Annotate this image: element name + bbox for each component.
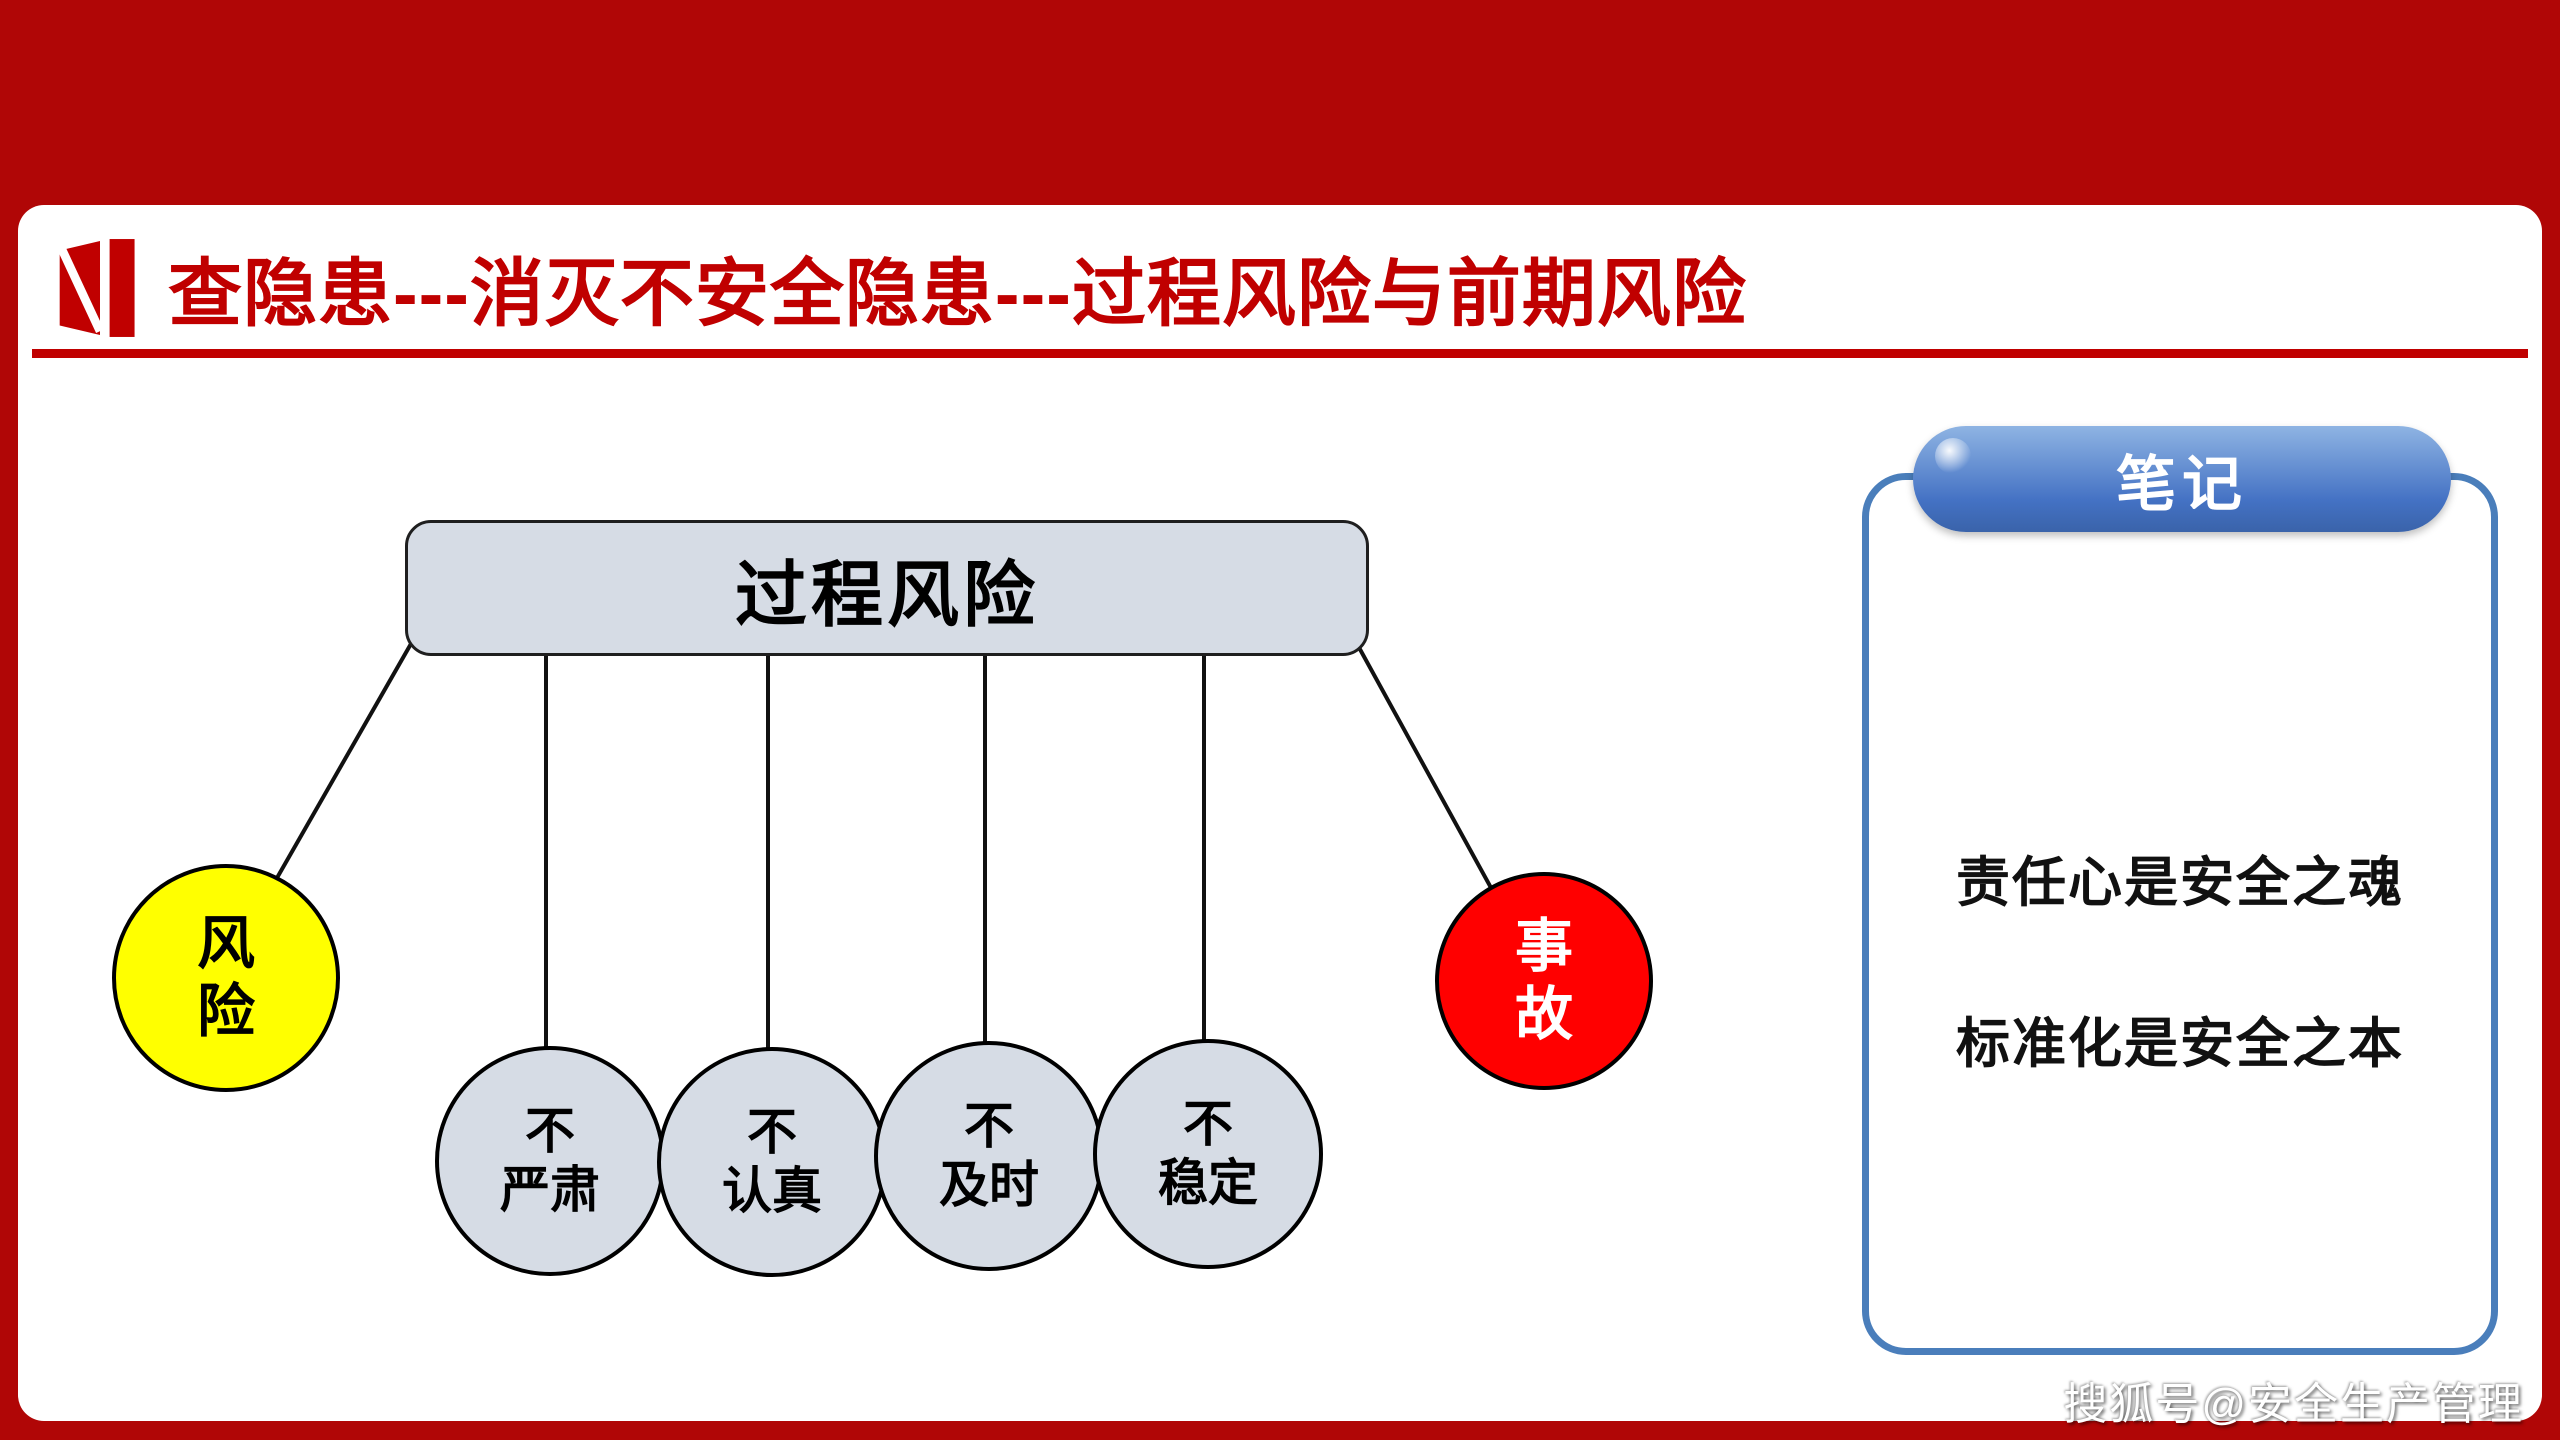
notes-header-label: 笔记 bbox=[2116, 450, 2248, 518]
title-row: 查隐患---消灭不安全隐患---过程风险与前期风险 bbox=[52, 234, 1747, 341]
cause-node-not-serious: 不 严肃 bbox=[435, 1046, 665, 1276]
cause-node-not-stable: 不 稳定 bbox=[1093, 1039, 1323, 1269]
notes-body: 责任心是安全之魂 标准化是安全之本 bbox=[1862, 838, 2498, 1160]
notes-line-2: 标准化是安全之本 bbox=[1956, 1014, 2404, 1074]
title-underline bbox=[32, 349, 2528, 358]
notes-line-1: 责任心是安全之魂 bbox=[1956, 853, 2404, 913]
process-risk-box: 过程风险 bbox=[405, 520, 1369, 656]
notes-header-pill: 笔记 bbox=[1913, 426, 2451, 532]
watermark: 搜狐号@安全生产管理 bbox=[2063, 1380, 2524, 1429]
cause-node-not-earnest: 不 认真 bbox=[657, 1047, 887, 1277]
notes-panel bbox=[1862, 473, 2498, 1355]
pill-gloss-highlight bbox=[1935, 438, 1971, 474]
page-title: 查隐患---消灭不安全隐患---过程风险与前期风险 bbox=[168, 252, 1747, 335]
risk-node: 风 险 bbox=[112, 864, 340, 1092]
cause-node-not-timely: 不 及时 bbox=[874, 1041, 1104, 1271]
bookmark-icon bbox=[57, 238, 135, 337]
accident-node: 事 故 bbox=[1435, 872, 1653, 1090]
